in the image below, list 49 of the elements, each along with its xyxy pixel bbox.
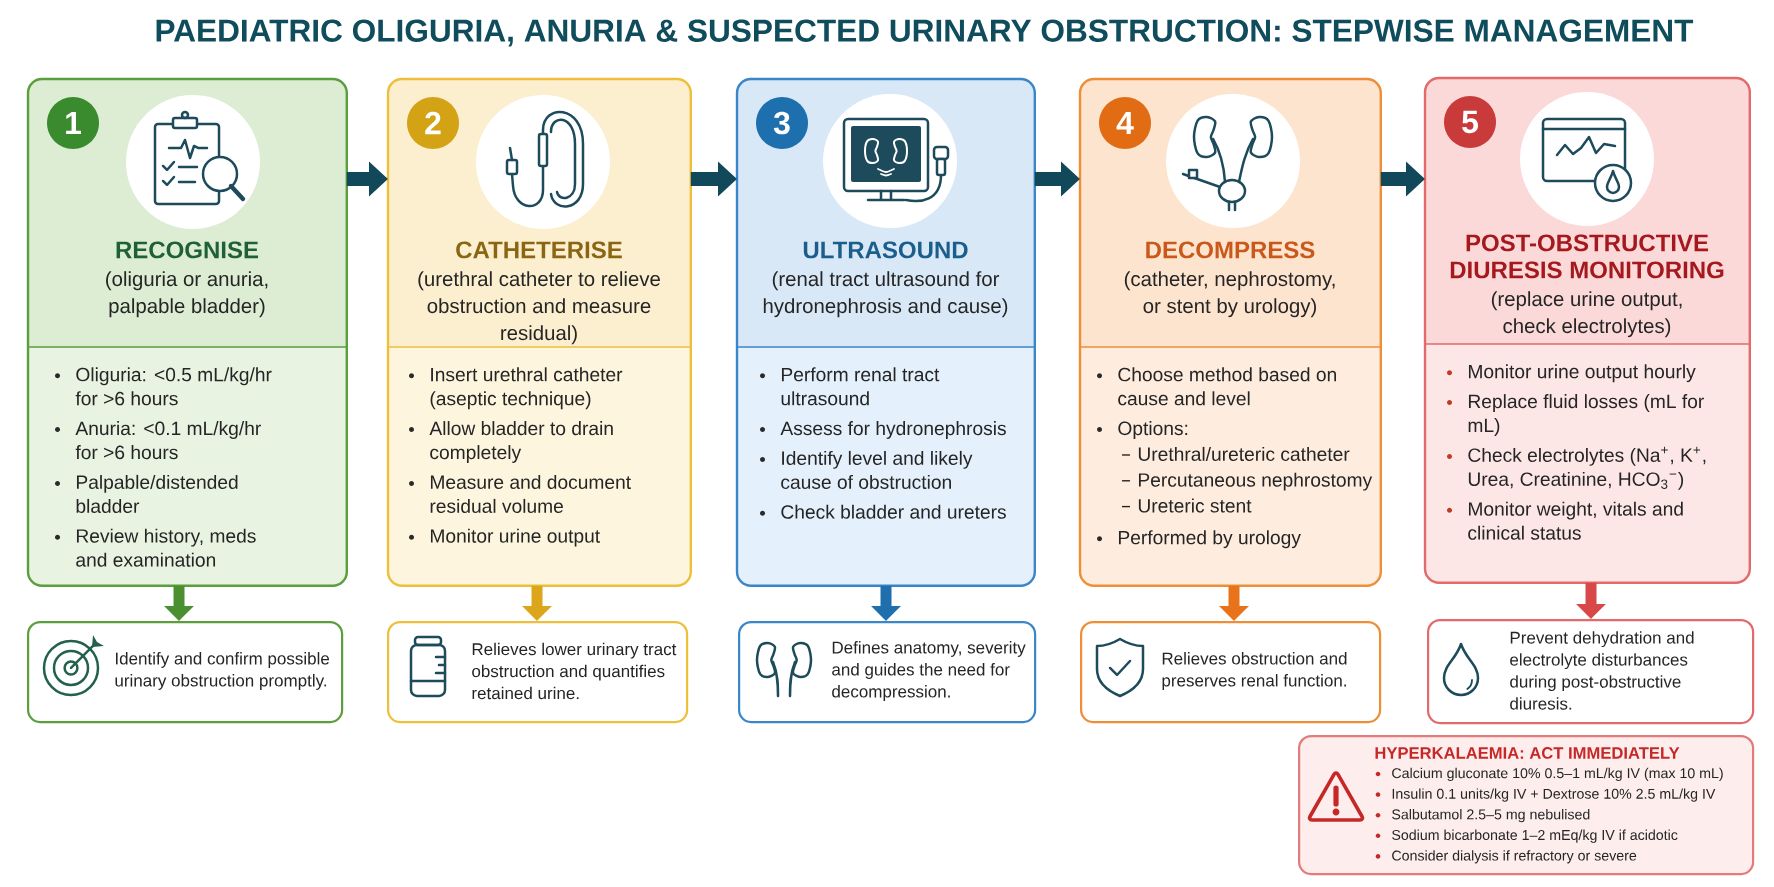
outcome-box: Relieves lower urinary tract obstruction and quantifies retained urine. [387, 621, 689, 724]
list-item: Consider dialysis if refractory or severe [1375, 850, 1637, 864]
list-item: Monitor urine output [409, 528, 600, 547]
list-item: Measure and document residual volume [409, 474, 631, 513]
number-badge: 3 [756, 97, 808, 149]
step-heading: CATHETERISE [456, 241, 622, 259]
list-item: Perform renal tract ultrasound [760, 367, 940, 406]
step-heading: ULTRASOUND [803, 241, 968, 259]
list-item: Salbutamol 2.5–5 mg nebulised [1375, 809, 1590, 823]
outcome-box: Relieves obstruction and preserves renal function. [1080, 621, 1382, 724]
list-item: Identify level and likely cause of obstruction [760, 450, 973, 489]
list-item: Urethral/ureteric catheter [1121, 446, 1350, 461]
list-item: Monitor urine output hourly [1447, 364, 1696, 383]
number-badge: 2 [407, 97, 459, 149]
list-item: Assess for hydronephrosis [760, 421, 1006, 439]
number-badge: 5 [1444, 96, 1496, 148]
list-item: Monitor weight, vitals and clinical status [1447, 501, 1683, 540]
outcome-box: Prevent dehydration and electrolyte disturbances during post-obstructive diuresis. [1427, 619, 1755, 725]
title: PAEDIATRIC OLIGURIA, ANURIA & SUSPECTED URINARY OBSTRUCTION: STEPWISE MANAGEMENT [156, 19, 1694, 47]
step-subtitle: (catheter, nephrostomy, or stent by urology) [1124, 271, 1335, 318]
step-subtitle: (replace urine output, check electrolytes) [1491, 291, 1682, 338]
number-badge: 4 [1099, 97, 1151, 149]
step-subtitle: (renal tract ultrasound for hydronephrosis and cause) [763, 271, 1008, 318]
list-item: Insert urethral catheter (aseptic technique) [409, 367, 623, 410]
step-subtitle: (urethral catheter to relieve obstruction and measure residual) [418, 271, 660, 345]
step-subtitle: (oliguria or anuria, palpable bladder) [106, 271, 268, 318]
list-item: Oliguria: <0.5 mL/kg/hr for >6 hours [55, 367, 272, 406]
list-item: Options: [1097, 421, 1188, 439]
list-item: Ureteric stent [1121, 498, 1252, 513]
list-item: Percutaneous nephrostomy [1121, 472, 1373, 491]
number-badge: 1 [47, 97, 99, 149]
outcome-box: Identify and confirm possible urinary obstruction promptly. [27, 621, 344, 724]
list-item: Anuria: <0.1 mL/kg/hr for >6 hours [55, 421, 261, 460]
list-item: Review history, meds and examination [55, 528, 256, 567]
list-item: Check bladder and ureters [760, 504, 1006, 519]
list-item: Insulin 0.1 units/kg IV + Dextrose 10% 2.5 mL/kg IV [1375, 788, 1716, 802]
list-item: Palpable/distended bladder [55, 474, 238, 513]
list-item: Choose method based on cause and level [1097, 367, 1336, 406]
step-heading: DECOMPRESS [1146, 241, 1315, 259]
step-heading: RECOGNISE [116, 241, 259, 259]
list-item: Replace fluid losses (mL for mL) [1447, 394, 1704, 436]
list-item: Check electrolytes (Na$^{+}$, K$^{+}$, Urea, Creatinine, HCO$_{3}$$^{−}$) [1447, 446, 1706, 490]
list-item: Performed by urology [1097, 530, 1301, 549]
list-item: Calcium gluconate 10% 0.5–1 mL/kg IV (max 10 mL) [1375, 767, 1723, 782]
outcome-box: Defines anatomy, severity and guides the need for decompression. [738, 621, 1037, 724]
list-item: Sodium bicarbonate 1–2 mEq/kg IV if acidotic [1375, 829, 1678, 843]
step-heading: POST-OBSTRUCTIVE DIURESIS MONITORING [1450, 234, 1724, 279]
alert-heading: HYPERKALAEMIA: ACT IMMEDIATELY [1375, 747, 1680, 759]
list-item: Allow bladder to drain completely [409, 421, 613, 463]
